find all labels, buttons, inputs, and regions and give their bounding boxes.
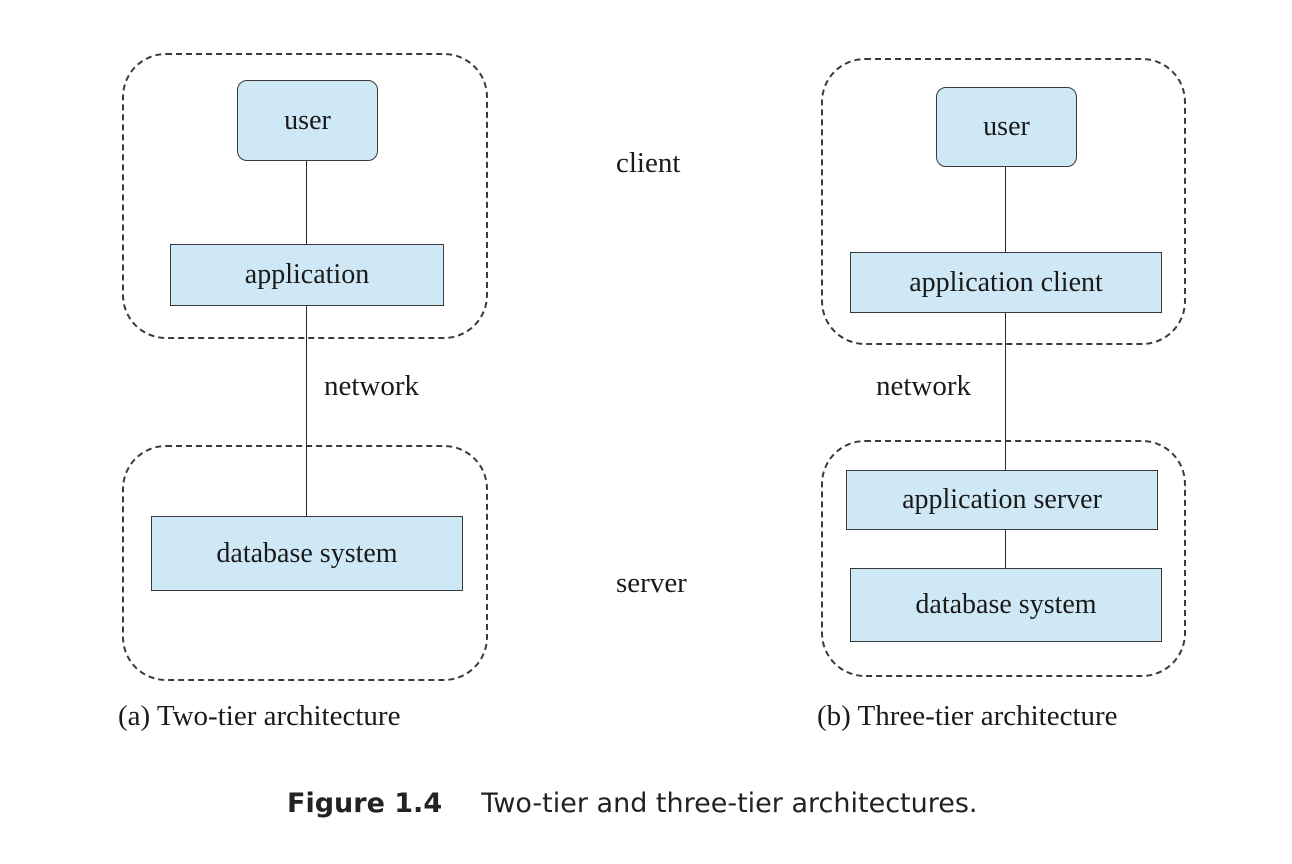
two-tier-application-box: application <box>170 244 444 306</box>
three-tier-client-group <box>821 58 1186 345</box>
three-tier-database-system-box: database system <box>850 568 1162 642</box>
two-tier-subcaption: (a) Two-tier architecture <box>118 700 401 732</box>
two-tier-client-group <box>122 53 488 339</box>
three-tier-application-server-box: application server <box>846 470 1158 530</box>
figure-number: Figure 1.4 <box>287 788 443 819</box>
two-tier-user-application-connector <box>306 160 307 244</box>
two-tier-user-box: user <box>237 80 378 161</box>
three-tier-server-group <box>821 440 1186 677</box>
three-tier-application-client-box: application client <box>850 252 1162 313</box>
three-tier-user-client-connector <box>1005 166 1006 252</box>
two-tier-user-label: user <box>284 104 331 136</box>
two-tier-database-system-label: database system <box>216 537 398 569</box>
three-tier-network-connector <box>1005 312 1006 470</box>
server-label: server <box>616 567 687 599</box>
three-tier-network-label: network <box>876 370 972 402</box>
three-tier-user-label: user <box>983 111 1030 142</box>
figure-caption-text: Two-tier and three-tier architectures. <box>481 788 978 819</box>
three-tier-subcaption: (b) Three-tier architecture <box>817 700 1118 732</box>
two-tier-network-connector <box>306 306 307 516</box>
two-tier-application-label: application <box>244 259 370 290</box>
three-tier-application-client-label: application client <box>909 266 1103 298</box>
three-tier-user-box: user <box>936 87 1077 167</box>
three-tier-application-server-label: application server <box>902 484 1102 515</box>
three-tier-server-database-connector <box>1005 530 1006 568</box>
two-tier-network-label: network <box>324 370 420 402</box>
client-label: client <box>616 147 681 179</box>
two-tier-database-system-box: database system <box>151 516 463 591</box>
figure-caption: Figure 1.4 Two-tier and three-tier archi… <box>287 788 978 819</box>
two-tier-server-group <box>122 445 488 681</box>
three-tier-database-system-label: database system <box>915 589 1097 620</box>
